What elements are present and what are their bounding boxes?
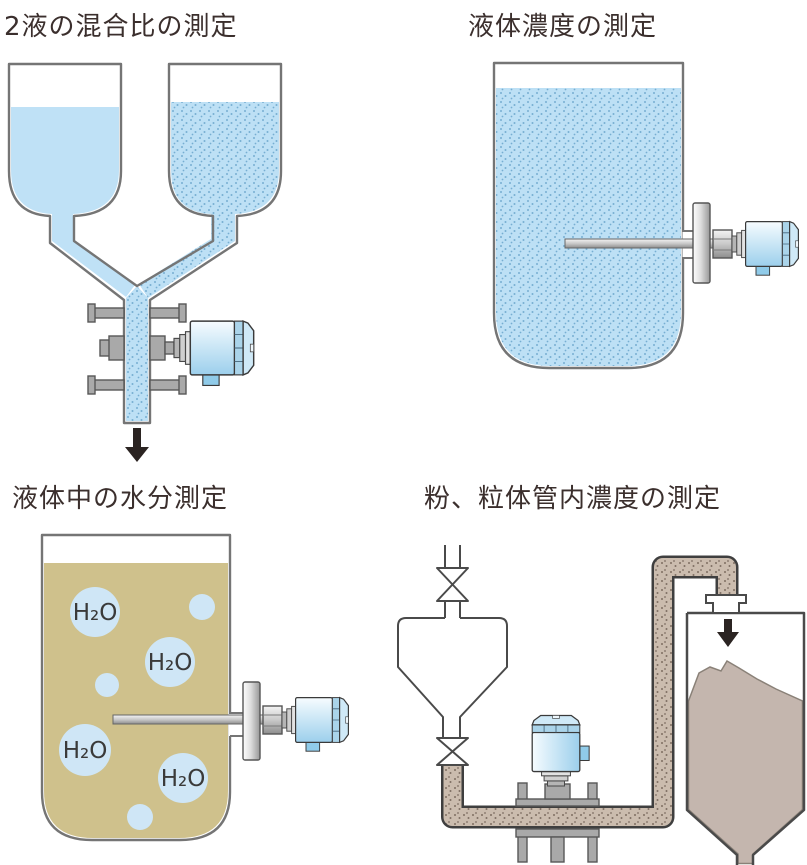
silo-outline xyxy=(685,611,806,865)
panel-title-powder: 粉、粒体管内濃度の測定 xyxy=(424,484,722,514)
tank-outline xyxy=(492,61,685,370)
receiving-silo xyxy=(685,594,806,865)
valve-top xyxy=(436,567,469,602)
probe-rod xyxy=(112,714,264,725)
panel-title-moisture: 液体中の水分測定 xyxy=(12,484,229,514)
diagram-two-liquid-mixing xyxy=(7,62,283,462)
h2o-label: H₂O xyxy=(63,738,108,764)
liquid-left-plain xyxy=(11,107,135,297)
hopper xyxy=(397,545,508,766)
pipe-powder-fill xyxy=(443,558,736,826)
bubble xyxy=(189,594,215,620)
inlet-arrow-icon xyxy=(717,619,739,647)
h2o-label: H₂O xyxy=(148,650,193,676)
h2o-bubble xyxy=(70,587,120,637)
bubble xyxy=(95,673,119,697)
h2o-bubble xyxy=(59,724,111,776)
sensor-on-tank xyxy=(731,221,800,276)
mounting-flange xyxy=(692,202,711,284)
mounting-flange xyxy=(242,681,261,761)
silo-inlet-fitting xyxy=(705,594,747,614)
panel-title-concentration: 液体濃度の測定 xyxy=(468,12,658,42)
tank-outline xyxy=(40,533,232,842)
h2o-bubble xyxy=(158,753,208,803)
h2o-bubble xyxy=(145,637,195,687)
liquid-right-speckled xyxy=(139,102,279,298)
tank xyxy=(492,61,685,370)
diagram-powder-pipe xyxy=(397,545,806,865)
diagram-liquid-concentration xyxy=(492,61,800,370)
bubble xyxy=(127,804,153,830)
flow-down-arrow-icon xyxy=(125,428,149,462)
liquid-merged-speckled xyxy=(126,286,148,421)
tank-liquid-speckled xyxy=(496,88,681,366)
probe-assembly xyxy=(112,681,349,761)
tank: H₂O H₂O H₂O H₂O xyxy=(40,533,232,842)
h2o-label: H₂O xyxy=(161,766,206,792)
transport-pipe xyxy=(441,555,739,829)
h2o-bubbles: H₂O H₂O H₂O H₂O xyxy=(59,587,215,830)
vessel-outline xyxy=(7,62,283,425)
hex-nut xyxy=(262,705,283,735)
probe-assembly xyxy=(564,202,800,284)
valve-bottom xyxy=(436,737,469,766)
y-junction-vessels xyxy=(7,62,283,425)
h2o-label: H₂O xyxy=(73,600,118,626)
hex-nut xyxy=(712,229,733,259)
pipe-flange-fitting xyxy=(87,303,187,395)
pipe-flange-fitting xyxy=(515,771,600,863)
hopper-outline xyxy=(397,545,508,738)
panel-title-mixing: 2液の混合比の測定 xyxy=(4,12,238,42)
sensor-on-tank xyxy=(281,696,349,752)
sensor-on-pipe xyxy=(531,714,590,787)
probe-rod xyxy=(564,238,714,249)
diagram-moisture-in-liquid: H₂O H₂O H₂O H₂O xyxy=(40,533,349,842)
